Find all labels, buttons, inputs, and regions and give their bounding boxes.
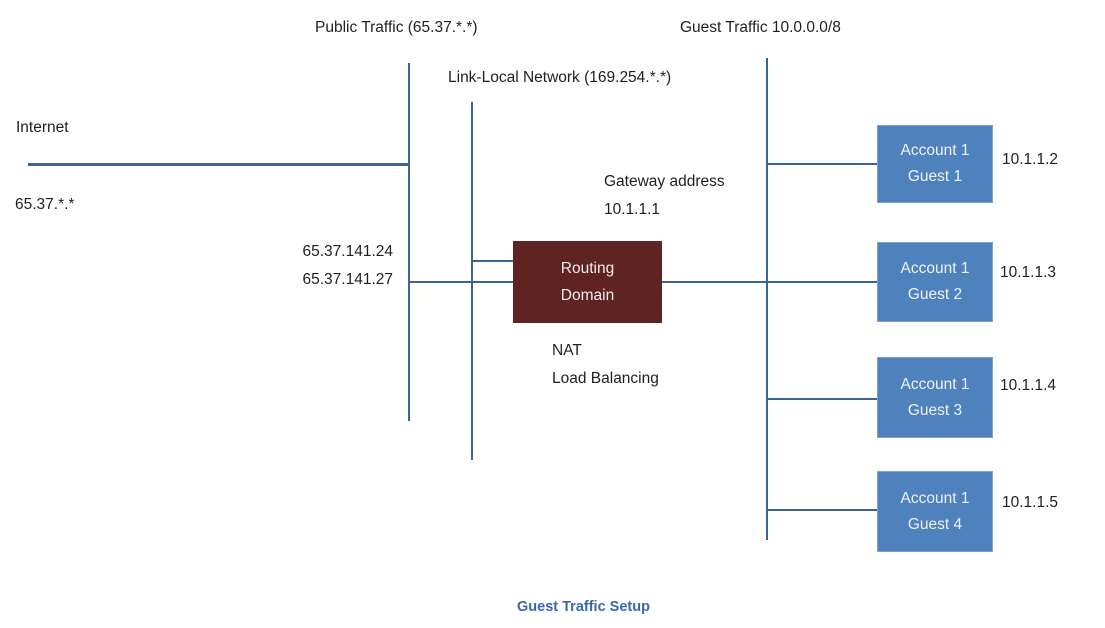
guest3-account-label: Account 1: [900, 375, 970, 393]
guest1-name-label: Guest 1: [907, 168, 963, 185]
diagram-caption: Guest Traffic Setup: [517, 599, 650, 615]
guest4-connector: [767, 509, 877, 511]
guest2-box: Account 1 Guest 2: [877, 242, 993, 322]
guest1-account-label: Account 1: [900, 142, 970, 159]
routing-to-guest2-connector: [662, 281, 877, 283]
public-ip-1-label: 65.37.141.24: [302, 243, 393, 260]
public-traffic-line: [408, 63, 410, 421]
guest4-box: Account 1 Guest 4: [877, 471, 993, 552]
internet-line: [28, 163, 410, 166]
guest3-name-label: Guest 3: [907, 401, 963, 419]
guest4-name-label: Guest 4: [907, 515, 963, 533]
gateway-ip-line: 10.1.1.1: [604, 201, 661, 218]
guest1-connector: [767, 163, 877, 165]
nat-loadbalancing-label: NAT Load Balancing: [552, 337, 659, 393]
guest1-box: Account 1 Guest 1: [877, 125, 993, 203]
guest3-ip-label: 10.1.1.4: [1000, 377, 1057, 394]
routing-domain-box: Routing Domain: [513, 241, 662, 323]
guest3-connector: [767, 398, 877, 400]
guest4-ip-label: 10.1.1.5: [1002, 494, 1059, 511]
linklocal-to-routing-connector: [471, 260, 513, 262]
public-ip-2-label: 65.37.141.27: [302, 271, 393, 288]
public-to-routing-connector: [409, 281, 513, 283]
routing-domain-line2: Domain: [560, 287, 615, 304]
gateway-label: Gateway address 10.1.1.1: [604, 168, 725, 224]
guest-traffic-line: [766, 58, 768, 540]
guest4-account-label: Account 1: [900, 489, 970, 507]
guest-traffic-label: Guest Traffic 10.0.0.0/8: [680, 19, 841, 36]
gateway-address-line: Gateway address: [604, 173, 725, 190]
nat-line: NAT: [552, 342, 582, 359]
public-traffic-label: Public Traffic (65.37.*.*): [315, 19, 478, 36]
routing-domain-line1: Routing: [560, 260, 615, 277]
guest2-account-label: Account 1: [900, 260, 970, 277]
guest2-name-label: Guest 2: [907, 286, 963, 303]
guest1-ip-label: 10.1.1.2: [1002, 151, 1059, 168]
internet-label: Internet: [16, 119, 69, 136]
load-balancing-line: Load Balancing: [552, 370, 659, 387]
link-local-label: Link-Local Network (169.254.*.*): [448, 69, 672, 86]
guest2-ip-label: 10.1.1.3: [1000, 264, 1057, 281]
guest3-box: Account 1 Guest 3: [877, 357, 993, 438]
internet-ip-label: 65.37.*.*: [15, 196, 75, 213]
